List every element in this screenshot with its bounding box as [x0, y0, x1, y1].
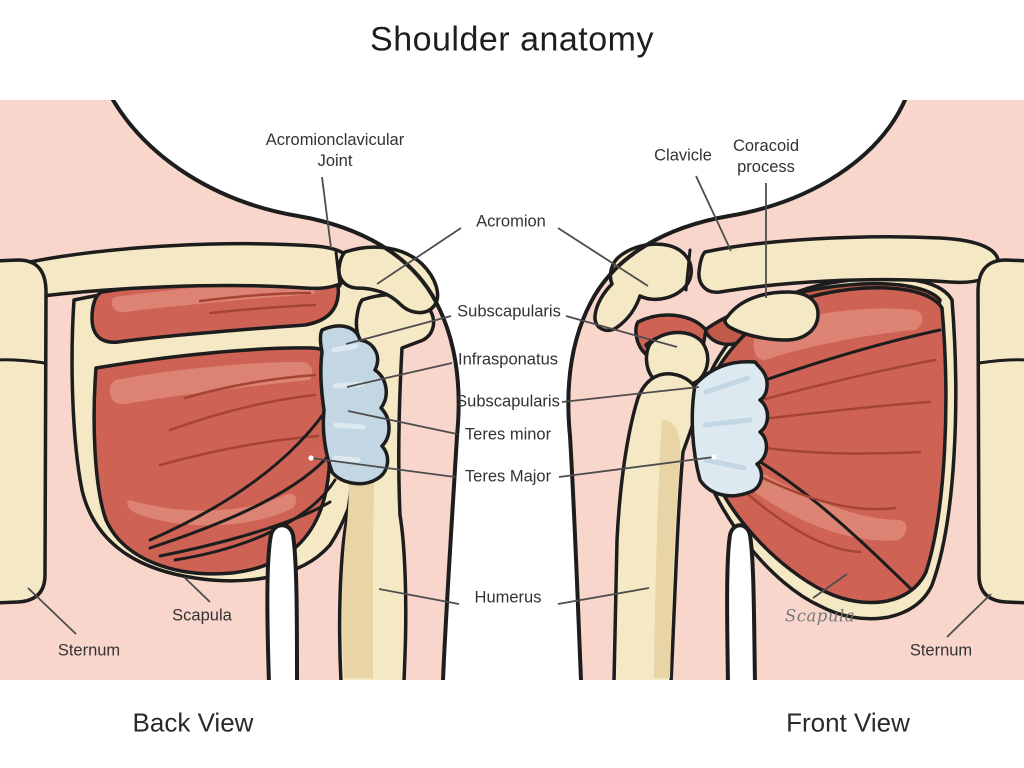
label-teres-major: Teres Major	[464, 467, 552, 486]
label-acromion: Acromion	[476, 212, 546, 231]
teres-major-marker-dot-back	[308, 455, 314, 461]
teres-major-marker-dot-front	[711, 454, 717, 460]
label-infrasponatus: Infrasponatus	[458, 350, 558, 369]
label-clavicle: Clavicle	[654, 146, 712, 165]
label-sternum-back: Sternum	[57, 641, 121, 660]
label-sternum-front: Sternum	[909, 641, 973, 660]
label-subscapularis-lower: Subscapularis	[456, 392, 560, 411]
label-scapula-back: Scapula	[172, 606, 232, 625]
label-coracoid-process: Coracoid process	[732, 136, 800, 176]
label-scapula-front: Scapula	[784, 606, 856, 626]
label-acromioclavicular-joint: Acromionclavicular Joint	[265, 130, 405, 170]
caption-front-view: Front View	[786, 707, 910, 738]
label-humerus: Humerus	[474, 588, 542, 607]
label-teres-minor: Teres minor	[464, 425, 552, 444]
label-subscapularis-upper: Subscapularis	[457, 302, 561, 321]
leader-lines	[27, 175, 992, 638]
back-view-illustration	[0, 100, 461, 680]
caption-back-view: Back View	[132, 707, 254, 738]
front-view-illustration	[566, 100, 1024, 680]
page-title: Shoulder anatomy	[370, 20, 654, 59]
